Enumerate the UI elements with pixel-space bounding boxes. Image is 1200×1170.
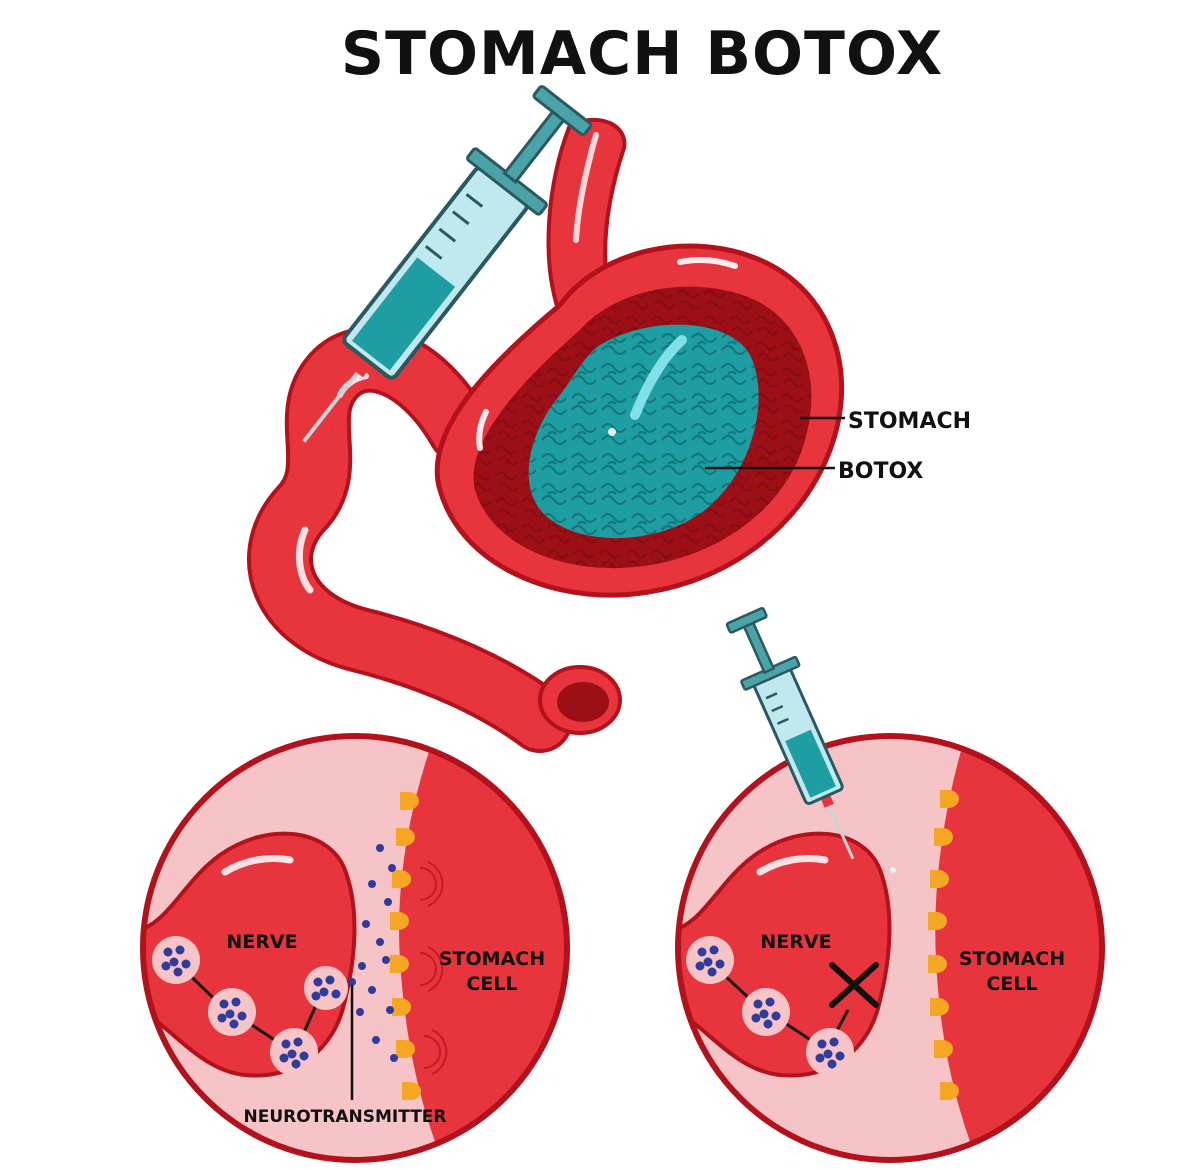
stomach-illustration (247, 117, 845, 753)
stomach-cell-label-right-1: STOMACH (959, 948, 1065, 970)
stomach-cell-label-left-1: STOMACH (439, 948, 545, 970)
stomach-cell-label-right-2: CELL (986, 973, 1037, 995)
injection-point (608, 428, 616, 436)
nerve-label-right: NERVE (760, 931, 831, 953)
left-detail-panel: NERVE STOMACH CELL NEUROTRANSMITTER (140, 733, 570, 1163)
page-title: STOMACH BOTOX (341, 19, 943, 89)
syringe-small (725, 607, 855, 860)
neurotransmitter-label: NEUROTRANSMITTER (243, 1107, 446, 1127)
vesicles-left (152, 936, 348, 1076)
stomach-label: STOMACH (848, 409, 971, 434)
nerve-terminal-left (143, 831, 357, 1078)
nerve-label-left: NERVE (226, 931, 297, 953)
blocked-x-icon (829, 962, 879, 1008)
vesicles-right (686, 936, 854, 1076)
receptors-right (928, 790, 959, 1100)
nerve-terminal-right (678, 831, 892, 1078)
right-detail-panel: NERVE STOMACH CELL (675, 733, 1105, 1163)
syringe-large (302, 85, 593, 443)
botox-label: BOTOX (838, 459, 923, 484)
neurotransmitter-dots (348, 844, 398, 1062)
stomach-cell-label-left-2: CELL (466, 973, 517, 995)
receptors-left (390, 792, 421, 1100)
